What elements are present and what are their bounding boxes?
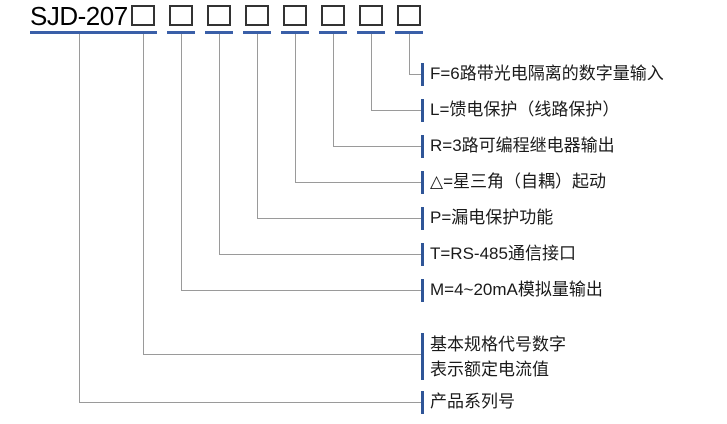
underline-box-2 (167, 31, 195, 34)
leader-run-t (219, 254, 421, 255)
label-analog-output: M=4~20mA模拟量输出 (430, 280, 603, 299)
tick-l (421, 99, 424, 122)
label-feeder-protection: L=馈电保护（线路保护） (430, 100, 620, 119)
leader-drop-f (409, 34, 410, 74)
underline-box-8 (395, 31, 423, 34)
leader-run-p (257, 218, 421, 219)
code-box-1[interactable] (131, 5, 155, 26)
label-rated-current-spec: 基本规格代号数字 表示额定电流值 (430, 332, 566, 382)
leader-run-spec (143, 354, 421, 355)
underline-box-3 (205, 31, 233, 34)
underline-box-6 (319, 31, 347, 34)
tick-t (421, 243, 424, 266)
label-star-delta-start: △=星三角（自耦）起动 (430, 172, 607, 191)
underline-box-1 (129, 31, 157, 34)
underline-box-5 (281, 31, 309, 34)
code-box-2[interactable] (169, 5, 193, 26)
tick-spec (421, 333, 424, 380)
tick-r (421, 135, 424, 158)
leader-run-r (333, 146, 421, 147)
underline-box-7 (357, 31, 385, 34)
tick-p (421, 207, 424, 230)
tick-f (421, 63, 424, 86)
label-digital-input: F=6路带光电隔离的数字量输入 (430, 64, 664, 83)
code-box-7[interactable] (359, 5, 383, 26)
leader-run-m (181, 290, 421, 291)
code-box-4[interactable] (245, 5, 269, 26)
label-rated-current-spec-line1: 基本规格代号数字 (430, 335, 566, 354)
leader-drop-t (219, 34, 220, 254)
tick-delta (421, 171, 424, 194)
leader-drop-spec (143, 34, 144, 354)
code-box-8[interactable] (397, 5, 421, 26)
label-leakage-protection: P=漏电保护功能 (430, 208, 554, 227)
leader-run-l (371, 110, 421, 111)
leader-run-series (79, 402, 421, 403)
underline-box-4 (243, 31, 271, 34)
label-product-series: 产品系列号 (430, 392, 515, 411)
model-prefix-text: SJD-207 (30, 1, 128, 31)
leader-drop-m (181, 34, 182, 290)
code-box-6[interactable] (321, 5, 345, 26)
leader-drop-p (257, 34, 258, 218)
leader-drop-r (333, 34, 334, 146)
label-rs485-interface: T=RS-485通信接口 (430, 244, 576, 263)
code-box-5[interactable] (283, 5, 307, 26)
leader-drop-l (371, 34, 372, 110)
leader-drop-delta (295, 34, 296, 182)
leader-drop-series (79, 34, 80, 402)
leader-run-f (409, 74, 421, 75)
leader-run-delta (295, 182, 421, 183)
tick-series (421, 391, 424, 414)
underline-model (30, 31, 129, 34)
label-relay-output: R=3路可编程继电器输出 (430, 136, 615, 155)
code-box-3[interactable] (207, 5, 231, 26)
label-rated-current-spec-line2: 表示额定电流值 (430, 360, 549, 379)
tick-m (421, 279, 424, 302)
